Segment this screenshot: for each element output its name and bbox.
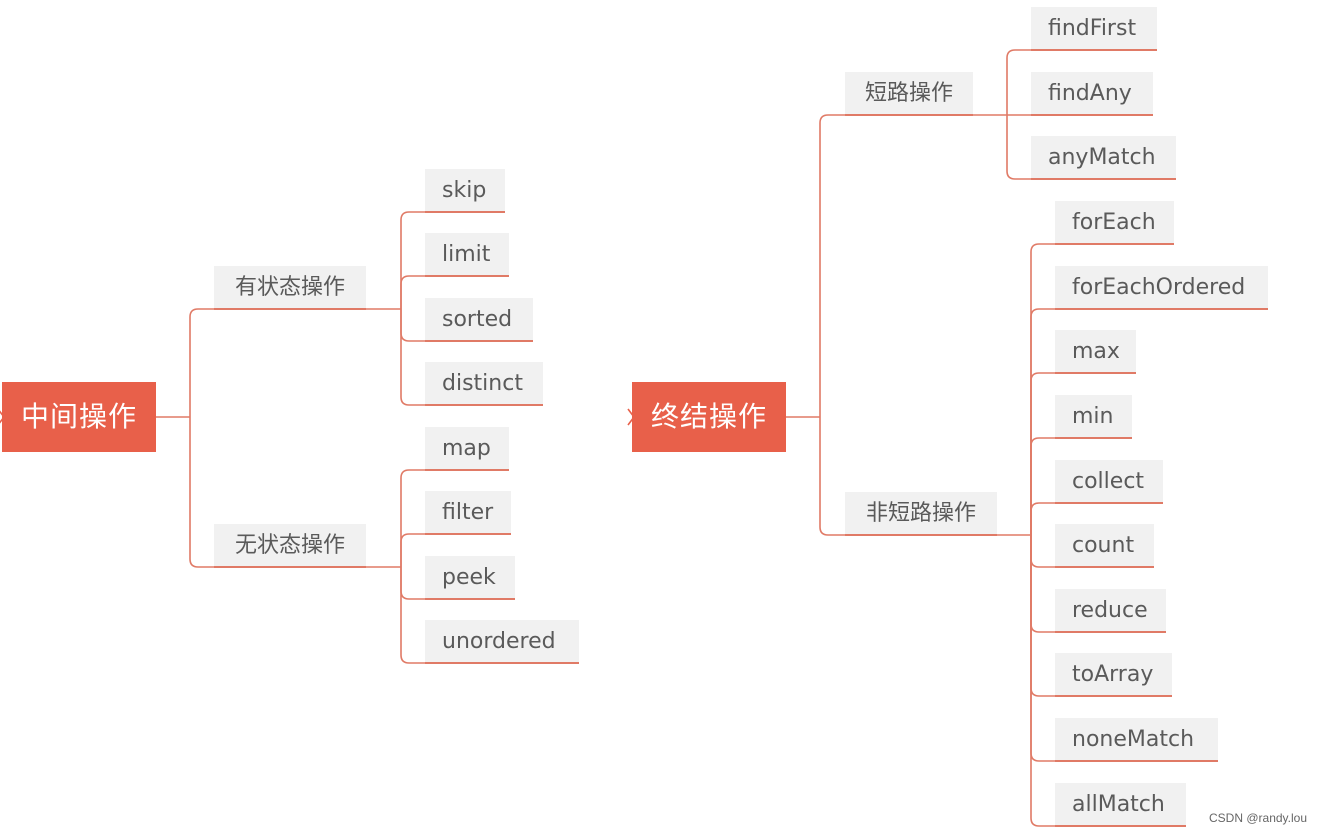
nonshort-link-3	[1030, 437, 1132, 535]
leaf-forEach: forEach	[1055, 201, 1174, 245]
root-terminal-ops: 终结操作	[632, 382, 786, 452]
branch-stateless-ops: 无状态操作	[214, 524, 366, 568]
nonshort-link-2	[1030, 372, 1136, 535]
right-root-link-1	[819, 417, 997, 536]
left-root-link-1	[189, 417, 366, 568]
nonshort-link-9	[1030, 535, 1186, 827]
leaf-noneMatch: noneMatch	[1055, 718, 1218, 762]
short-link-2	[1006, 115, 1176, 180]
branch-short-circuit-ops: 短路操作	[845, 72, 973, 116]
leaf-skip: skip	[425, 169, 505, 213]
stateful-link-0	[400, 211, 505, 309]
nonshort-link-4	[1030, 502, 1163, 535]
short-link-0	[1006, 49, 1157, 115]
leaf-anyMatch: anyMatch	[1031, 136, 1176, 180]
left-root-link-0	[189, 308, 366, 417]
watermark: CSDN @randy.lou	[1209, 811, 1307, 825]
nonshort-link-0	[1030, 243, 1174, 535]
leaf-count: count	[1055, 524, 1154, 568]
leaf-map: map	[425, 427, 509, 471]
leaf-sorted: sorted	[425, 298, 533, 342]
branch-stateful-ops: 有状态操作	[214, 266, 366, 310]
leaf-findFirst: findFirst	[1031, 7, 1157, 51]
leaf-limit: limit	[425, 233, 509, 277]
leaf-distinct: distinct	[425, 362, 543, 406]
leaf-collect: collect	[1055, 460, 1163, 504]
leaf-min: min	[1055, 395, 1132, 439]
stateful-link-1	[400, 275, 509, 309]
leaf-unordered: unordered	[425, 620, 579, 664]
stateless-link-3	[400, 567, 579, 664]
root-intermediate-ops: 中间操作	[2, 382, 156, 452]
leaf-reduce: reduce	[1055, 589, 1166, 633]
leaf-peek: peek	[425, 556, 515, 600]
leaf-forEachOrdered: forEachOrdered	[1055, 266, 1268, 310]
leaf-max: max	[1055, 330, 1136, 374]
nonshort-link-1	[1030, 308, 1268, 535]
leaf-allMatch: allMatch	[1055, 783, 1186, 827]
stateful-link-3	[400, 309, 543, 406]
right-root-link-0	[819, 114, 973, 417]
stateless-link-1	[400, 533, 511, 567]
leaf-toArray: toArray	[1055, 653, 1172, 697]
leaf-findAny: findAny	[1031, 72, 1153, 116]
branch-non-short-circuit-ops: 非短路操作	[845, 492, 997, 536]
leaf-filter: filter	[425, 491, 511, 535]
stateless-link-0	[400, 469, 509, 567]
